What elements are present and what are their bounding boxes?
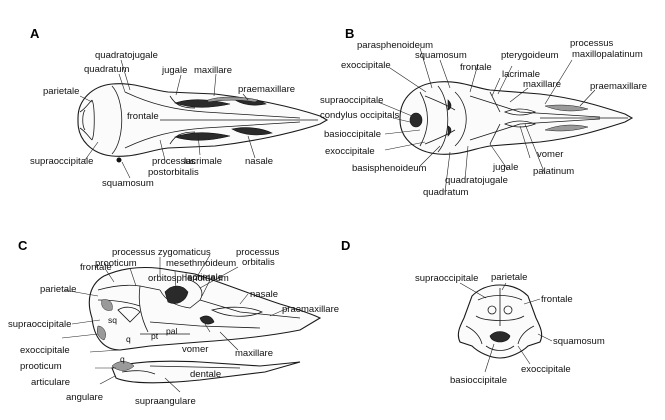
panel-d-skull <box>457 284 543 359</box>
label-c-nasale: nasale <box>250 289 278 300</box>
label-d-frontale: frontale <box>541 294 573 305</box>
label-b-squamosum: squamosum <box>415 50 467 61</box>
panel-a: A quadratojugale <box>30 26 329 189</box>
label-d-parietale: parietale <box>491 272 527 283</box>
label-d-squamosum: squamosum <box>553 336 605 347</box>
label-b-parasphenoideum: parasphenoideum <box>357 40 433 51</box>
label-a-parietale: parietale <box>43 86 79 97</box>
label-c-articulare: articulare <box>31 377 70 388</box>
label-a-nasale: nasale <box>245 156 273 167</box>
label-c-lacrimale: lacrimale <box>185 272 223 283</box>
label-c-processus-zygomaticus: processus zygomaticus <box>112 247 211 258</box>
label-a-quadratojugale: quadratojugale <box>95 50 158 61</box>
label-b-maxillare: maxillare <box>523 79 561 90</box>
panel-a-skull <box>77 83 329 163</box>
label-b-vomer: vomer <box>537 149 563 160</box>
label-c-pal: pal <box>166 326 177 336</box>
label-b-exoccipitale-bottom: exoccipitale <box>325 146 375 157</box>
label-b-quadratum: quadratum <box>423 187 469 198</box>
label-b-lacrimale: lacrimale <box>502 69 540 80</box>
label-c-parietale: parietale <box>40 284 76 295</box>
panel-letter-c: C <box>18 238 28 253</box>
label-c-prooticum-top: prooticum <box>95 258 137 269</box>
label-c-supraangulare: supraangulare <box>135 396 196 407</box>
label-d-supraoccipitale: supraoccipitale <box>415 273 478 284</box>
label-a-jugale: jugale <box>161 65 187 76</box>
label-c-vomer: vomer <box>182 344 208 355</box>
label-a-frontale: frontale <box>127 111 159 122</box>
panel-letter-a: A <box>30 26 40 41</box>
panel-b-skull <box>399 81 634 155</box>
label-c-exoccipitale: exoccipitale <box>20 345 70 356</box>
label-c-dentale: dentale <box>190 369 221 380</box>
label-b-palatinum: palatinum <box>533 166 574 177</box>
label-b-exoccipitale-top: exoccipitale <box>341 60 391 71</box>
label-b-jugale: jugale <box>492 162 518 173</box>
label-c-q2: q <box>120 354 125 364</box>
label-c-prooticum-bottom: prooticum <box>20 361 62 372</box>
label-b-quadratojugale: quadratojugale <box>445 175 508 186</box>
label-c-q1: q <box>126 334 131 344</box>
label-b-maxillopalatinum: maxillopalatinum <box>572 49 643 60</box>
label-b-condylus-occipitalis: condylus occipitals <box>320 110 399 121</box>
label-c-maxillare: maxillare <box>235 348 273 359</box>
label-a-praemaxillare: praemaxillare <box>238 84 295 95</box>
label-c-frontale: frontale <box>80 262 112 273</box>
label-a-postorbitalis: postorbitalis <box>148 167 199 178</box>
label-c-praemaxillare: praemaxillare <box>282 304 339 315</box>
label-b-praemaxillare: praemaxillare <box>590 81 647 92</box>
label-a-maxillare: maxillare <box>194 65 232 76</box>
label-c-orbitosphenoideum: orbitosphenoideum <box>148 273 229 284</box>
label-c-mesethmoideum: mesethmoideum <box>166 258 236 269</box>
label-a-processus: processus <box>152 156 196 167</box>
label-b-basioccipitale: basioccipitale <box>324 129 381 140</box>
label-c-processus: processus <box>236 247 280 258</box>
label-a-quadratum: quadratum <box>84 64 130 75</box>
label-b-pterygoideum: pterygoideum <box>501 50 559 61</box>
panel-letter-d: D <box>341 238 350 253</box>
label-c-orbitalis: orbitalis <box>242 257 275 268</box>
label-a-squamosum: squamosum <box>102 178 154 189</box>
label-b-supraoccipitale: supraoccipitale <box>320 95 383 106</box>
label-d-basioccipitale: basioccipitale <box>450 375 507 386</box>
label-b-basisphenoideum: basisphenoideum <box>352 163 427 174</box>
label-c-supraoccipitale: supraoccipitale <box>8 319 71 330</box>
label-c-angulare: angulare <box>66 392 103 403</box>
panel-d: D supraoccipitale parietale frontale squ… <box>341 238 605 386</box>
panel-c: C <box>8 238 339 407</box>
panel-letter-b: B <box>345 26 354 41</box>
label-c-pt: pt <box>151 331 159 341</box>
panel-b: B <box>320 26 647 198</box>
label-b-frontale: frontale <box>460 62 492 73</box>
panel-c-skull <box>88 267 322 384</box>
label-b-processus: processus <box>570 38 614 49</box>
label-d-exoccipitale: exoccipitale <box>521 364 571 375</box>
label-a-supraoccipitale: supraoccipitale <box>30 156 93 167</box>
label-c-sq: sq <box>108 315 117 325</box>
label-a-lacrimale: lacrimale <box>184 156 222 167</box>
